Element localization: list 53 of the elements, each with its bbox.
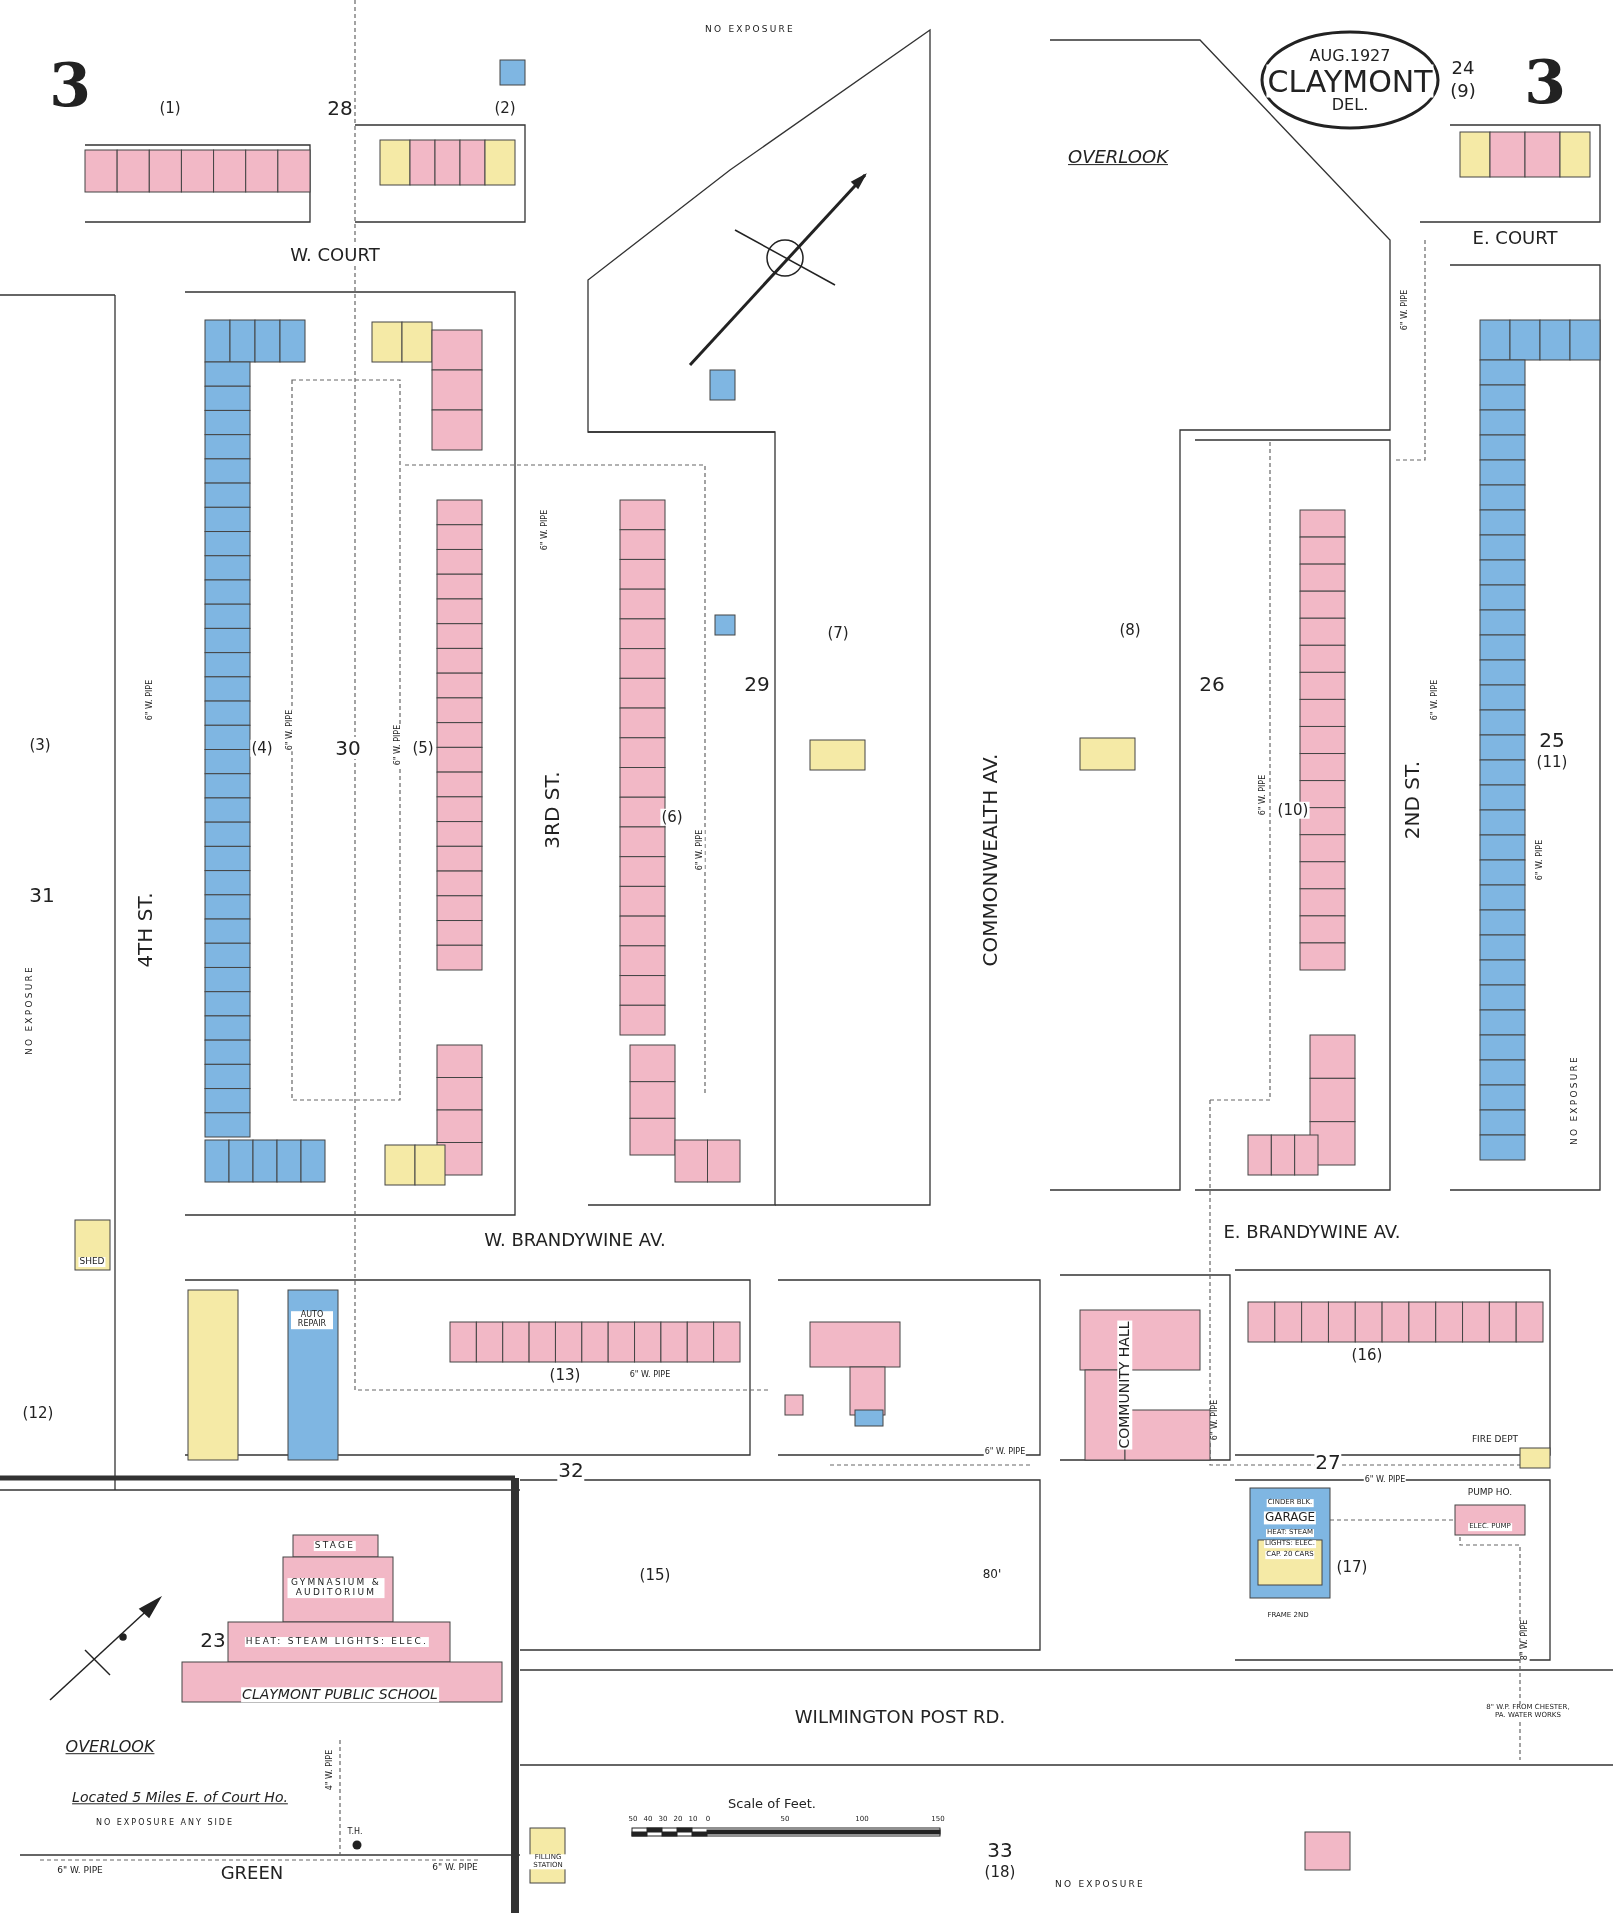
pipe-label: 6" W. PIPE <box>56 1866 104 1876</box>
building-label: AUTO REPAIR <box>291 1311 333 1329</box>
exposure-note: NO EXPOSURE <box>704 25 796 35</box>
pipe-label: 6" W. PIPE <box>628 1370 672 1380</box>
building-label: FIRE DEPT <box>1470 1435 1520 1445</box>
pipe-label: 6" W. PIPE <box>983 1447 1027 1457</box>
pipe-label: 6" W. PIPE <box>1363 1475 1407 1485</box>
building-label: STAGE <box>313 1541 357 1551</box>
block-number: (6) <box>660 808 684 826</box>
pipe-label: 6" W. PIPE <box>431 1863 479 1873</box>
town-name: CLAYMONT <box>1266 64 1434 98</box>
building-label: HEAT: STEAM LIGHTS: ELEC. <box>244 1637 430 1647</box>
block-number: (15) <box>638 1566 672 1584</box>
building-label: CLAYMONT PUBLIC SCHOOL <box>241 1687 439 1703</box>
district-name: OVERLOOK <box>64 1738 156 1756</box>
pipe-label: 6" W. PIPE <box>145 678 155 722</box>
pipe-label: 6" W. PIPE <box>1400 288 1410 332</box>
block-number: (17) <box>1335 1558 1369 1576</box>
district-name: OVERLOOK <box>1067 147 1169 167</box>
sheet-index: (9) <box>1449 81 1477 101</box>
street-name: W. COURT <box>289 245 381 265</box>
pipe-label: 6" W. PIPE <box>1258 773 1268 817</box>
block-number: (10) <box>1276 801 1310 819</box>
pipe-label: 6" W. PIPE <box>285 708 295 752</box>
pipe-label: 6" W. PIPE <box>1535 838 1545 882</box>
block-number: (5) <box>411 739 435 757</box>
block-number: (1) <box>158 99 182 117</box>
block-number: (8) <box>1118 621 1142 639</box>
block-number: 30 <box>334 737 362 759</box>
exposure-note: NO EXPOSURE <box>1054 1880 1146 1890</box>
building-label: SHED <box>78 1257 106 1267</box>
block-number: (2) <box>493 99 517 117</box>
block-number: (11) <box>1535 753 1569 771</box>
pipe-label: 4" W. PIPE <box>325 1748 335 1792</box>
block-number: (3) <box>28 736 52 754</box>
pipe-label: 8" W. PIPE <box>1520 1618 1530 1662</box>
block-number: (12) <box>21 1404 55 1422</box>
pipe-label: 6" W. PIPE <box>1210 1398 1220 1442</box>
block-number: (13) <box>548 1366 582 1384</box>
pipe-label: 6" W. PIPE <box>1430 678 1440 722</box>
block-number: (4) <box>250 739 274 757</box>
pipe-label: 6" W. PIPE <box>695 828 705 872</box>
location-note: Located 5 Miles E. of Court Ho. <box>71 1790 289 1806</box>
block-number: (18) <box>983 1863 1017 1881</box>
building-label: GYMNASIUM & AUDITORIUM <box>287 1578 385 1598</box>
pipe-label: 6" W. PIPE <box>393 723 403 767</box>
hydrant-label: T.H. <box>346 1827 364 1837</box>
building-label: PUMP HO. <box>1466 1488 1514 1498</box>
building-label: GARAGE <box>1263 1511 1317 1525</box>
building-label: COMMUNITY HALL <box>1117 1320 1133 1450</box>
block-number: (16) <box>1350 1346 1384 1364</box>
pipe-label: 6" W. PIPE <box>540 508 550 552</box>
block-number: (7) <box>826 624 850 642</box>
